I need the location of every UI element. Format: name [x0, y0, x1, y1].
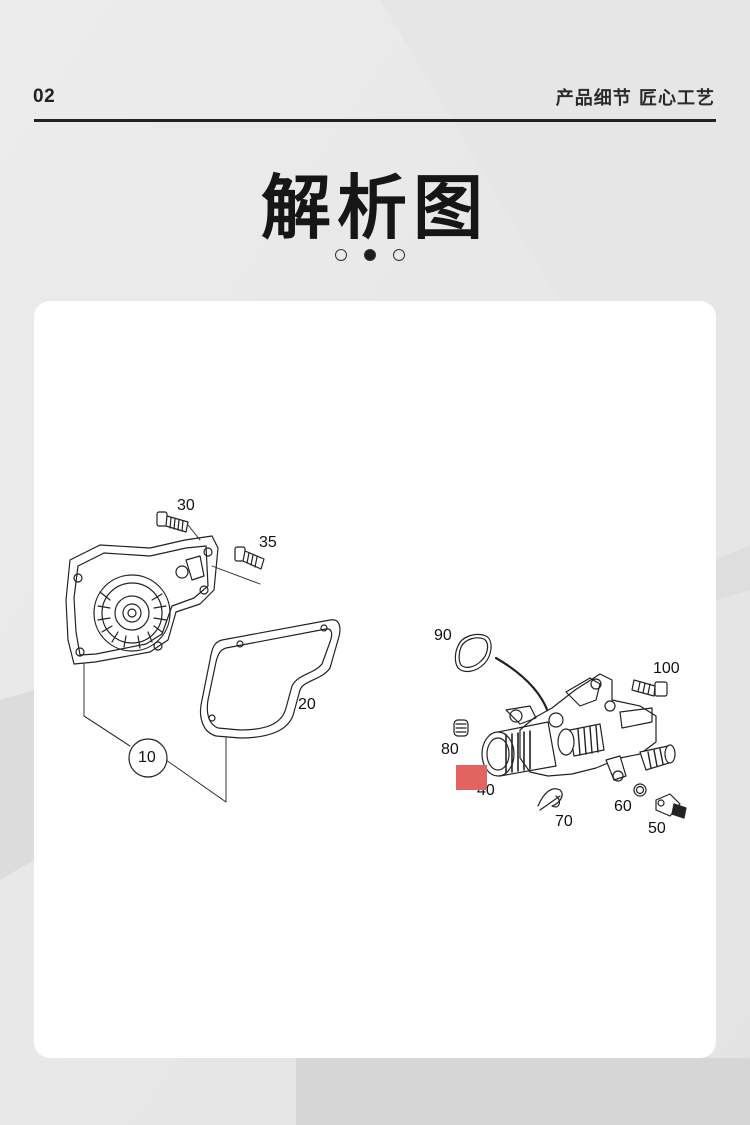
pagination-dot[interactable] — [393, 249, 405, 261]
gasket-20-drawing — [199, 619, 341, 739]
kit-10-callout-circle — [128, 738, 168, 778]
bolt-30-drawing — [156, 511, 189, 533]
clip-70-drawing — [537, 788, 563, 811]
bolt-100-drawing — [631, 679, 668, 697]
header-divider — [34, 119, 716, 122]
thermostat-housing-40-drawing — [481, 673, 676, 782]
bolt-35-drawing — [234, 546, 265, 570]
callout-50: 50 — [648, 820, 666, 837]
header-slogan: 产品细节 匠心工艺 — [555, 88, 715, 109]
callout-20: 20 — [298, 696, 316, 713]
kit-10-leader-lines — [83, 524, 261, 803]
pagination-dot-active[interactable] — [364, 249, 376, 261]
water-pump-housing-drawing — [65, 535, 219, 665]
callout-10: 10 — [138, 749, 156, 766]
callout-80: 80 — [441, 741, 459, 758]
callout-90: 90 — [434, 627, 452, 644]
seal-60-drawing — [633, 783, 647, 797]
sensor-50-drawing — [655, 793, 687, 819]
highlight-marker — [456, 765, 487, 790]
callout-60: 60 — [614, 798, 632, 815]
plug-80-drawing — [453, 719, 469, 737]
o-ring-90-drawing — [454, 633, 550, 714]
callout-30: 30 — [177, 497, 195, 514]
pagination-dots — [335, 249, 405, 261]
pagination-dot[interactable] — [335, 249, 347, 261]
callout-35: 35 — [259, 534, 277, 551]
page-number: 02 — [33, 86, 56, 107]
callout-70: 70 — [555, 813, 573, 830]
page-title: 解析图 — [261, 167, 489, 249]
callout-100: 100 — [653, 660, 680, 677]
